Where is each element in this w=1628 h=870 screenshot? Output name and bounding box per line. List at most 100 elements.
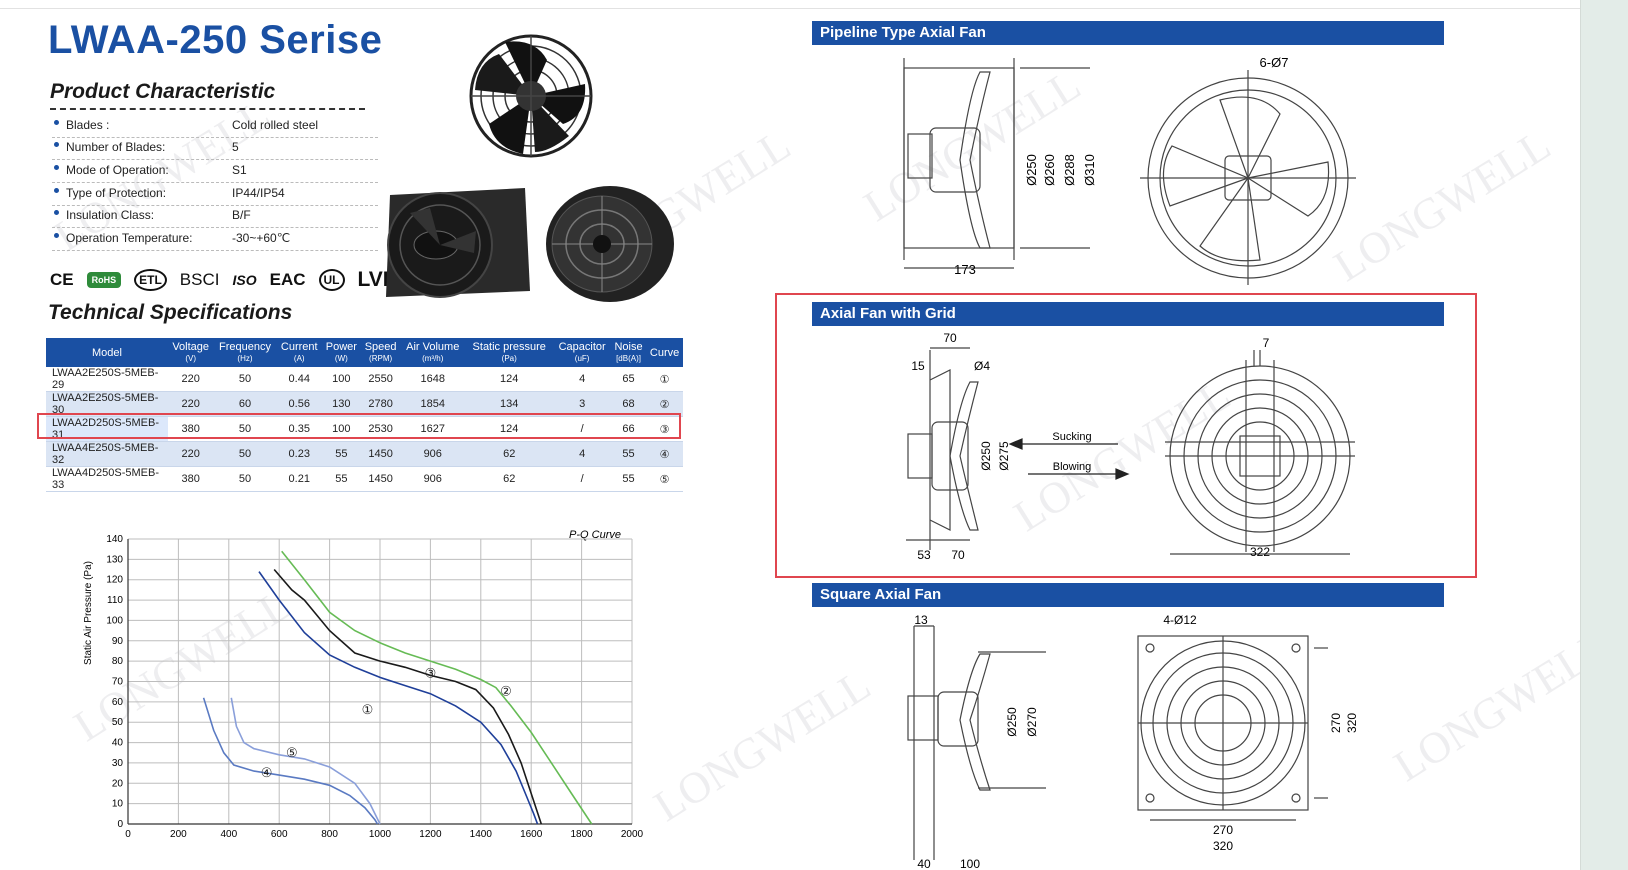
table-cell: 220	[168, 441, 214, 467]
table-cell: 68	[610, 391, 647, 417]
dimension-label: 53	[917, 548, 931, 562]
dimension-label: 70	[951, 548, 965, 562]
dimension-label: 15	[911, 359, 925, 373]
column-header: Power(W)	[321, 338, 361, 367]
y-tick-label: 40	[112, 738, 124, 749]
item-label: Number of Blades:	[66, 140, 166, 154]
table-cell: 380	[168, 466, 214, 492]
table-cell: 62	[465, 466, 554, 492]
y-tick-label: 0	[117, 819, 123, 830]
y-tick-label: 20	[112, 778, 124, 789]
item-value: B/F	[232, 208, 251, 222]
series-line-3	[273, 568, 543, 825]
item-value: IP44/IP54	[232, 186, 285, 200]
table-cell: 906	[400, 441, 466, 467]
table-cell: 50	[213, 367, 277, 392]
table-cell: 1854	[400, 391, 466, 417]
table-cell: 1450	[360, 441, 401, 467]
y-tick-label: 80	[112, 656, 124, 667]
list-item: Blades :Cold rolled steel	[52, 115, 378, 138]
item-label: Operation Temperature:	[66, 231, 193, 245]
y-tick-label: 50	[112, 717, 124, 728]
table-cell: 134	[465, 391, 554, 417]
pipeline-fan-photo	[546, 186, 674, 302]
dimension-label: Ø260	[1042, 154, 1057, 186]
y-tick-label: 140	[106, 534, 123, 545]
dimension-label: 13	[914, 613, 928, 627]
table-cell: ④	[646, 441, 683, 467]
table-cell: 4	[553, 441, 611, 467]
certification-logos: CE RoHS ETL BSCI ISO EAC UL LVD	[50, 268, 398, 292]
table-cell: /	[553, 466, 611, 492]
table-cell: 55	[610, 441, 647, 467]
grid-fan-drawing: 70 15 Ø4 Ø250 Ø275 53 70 Sucking Blowing	[906, 331, 1355, 562]
square-fan-drawing: 13 Ø250 Ø270 40 100 4-Ø12 270 320 270 32…	[907, 613, 1359, 870]
dimension-label: 40	[917, 857, 931, 870]
table-cell: ①	[646, 367, 683, 392]
top-rule	[0, 8, 1580, 9]
bsci-logo: BSCI	[179, 270, 220, 289]
dimension-label: 4-Ø12	[1163, 613, 1197, 627]
list-item: Insulation Class:B/F	[52, 205, 378, 228]
dimension-label: 6-Ø7	[1260, 55, 1289, 70]
table-cell: 0.56	[276, 391, 322, 417]
column-header: Static pressure(Pa)	[465, 338, 554, 367]
table-cell: 1648	[400, 367, 466, 392]
item-value: 5	[232, 140, 239, 154]
heading-rule	[50, 108, 365, 110]
dimension-label: Ø288	[1062, 154, 1077, 186]
dimension-label: 320	[1213, 839, 1233, 853]
table-cell: 906	[400, 466, 466, 492]
bullet	[54, 165, 59, 170]
list-item: Type of Protection:IP44/IP54	[52, 183, 378, 206]
list-item: Mode of Operation: S1	[52, 160, 378, 183]
table-header-row: Model Voltage(V) Frequency(Hz) Current(A…	[46, 338, 683, 367]
square-fan-photo	[386, 188, 530, 298]
item-value: -30~+60℃	[232, 231, 291, 245]
column-header: Voltage(V)	[168, 338, 214, 367]
column-header: Current(A)	[276, 338, 322, 367]
table-cell: 220	[168, 391, 214, 417]
grid-fan-photo	[469, 34, 593, 158]
x-tick-label: 1400	[470, 829, 493, 840]
table-cell: 130	[321, 391, 361, 417]
series-label: ②	[500, 684, 512, 699]
x-tick-label: 600	[271, 829, 288, 840]
item-label: Mode of Operation:	[66, 163, 169, 177]
characteristics-heading: Product Characteristic	[50, 80, 276, 103]
table-row-highlight	[37, 413, 681, 439]
series-label: ④	[261, 765, 273, 780]
ul-logo: UL	[318, 269, 345, 291]
table-cell: 55	[321, 441, 361, 467]
x-tick-label: 1000	[369, 829, 392, 840]
y-tick-label: 10	[112, 799, 124, 810]
table-cell: 62	[465, 441, 554, 467]
bullet	[54, 120, 59, 125]
viewer-gutter	[1580, 0, 1628, 870]
table-cell: 2780	[360, 391, 401, 417]
dimension-label: Ø250	[1005, 707, 1019, 737]
table-cell: ⑤	[646, 466, 683, 492]
column-header: Frequency(Hz)	[213, 338, 277, 367]
item-value: S1	[232, 163, 247, 177]
dimension-label: 7	[1263, 336, 1270, 350]
table-cell: 60	[213, 391, 277, 417]
y-tick-label: 60	[112, 697, 124, 708]
table-cell: 124	[465, 367, 554, 392]
dimension-label: Ø275	[997, 441, 1011, 471]
bullet	[54, 142, 59, 147]
dimension-label: 270	[1213, 823, 1233, 837]
dimension-label: 100	[960, 857, 980, 870]
dimension-label: 173	[954, 262, 976, 277]
dimension-label: 322	[1250, 545, 1270, 559]
spec-table: Model Voltage(V) Frequency(Hz) Current(A…	[46, 338, 683, 492]
specs-heading: Technical Specifications	[48, 301, 293, 324]
y-tick-label: 100	[106, 615, 123, 626]
chart-grid	[127, 538, 633, 825]
